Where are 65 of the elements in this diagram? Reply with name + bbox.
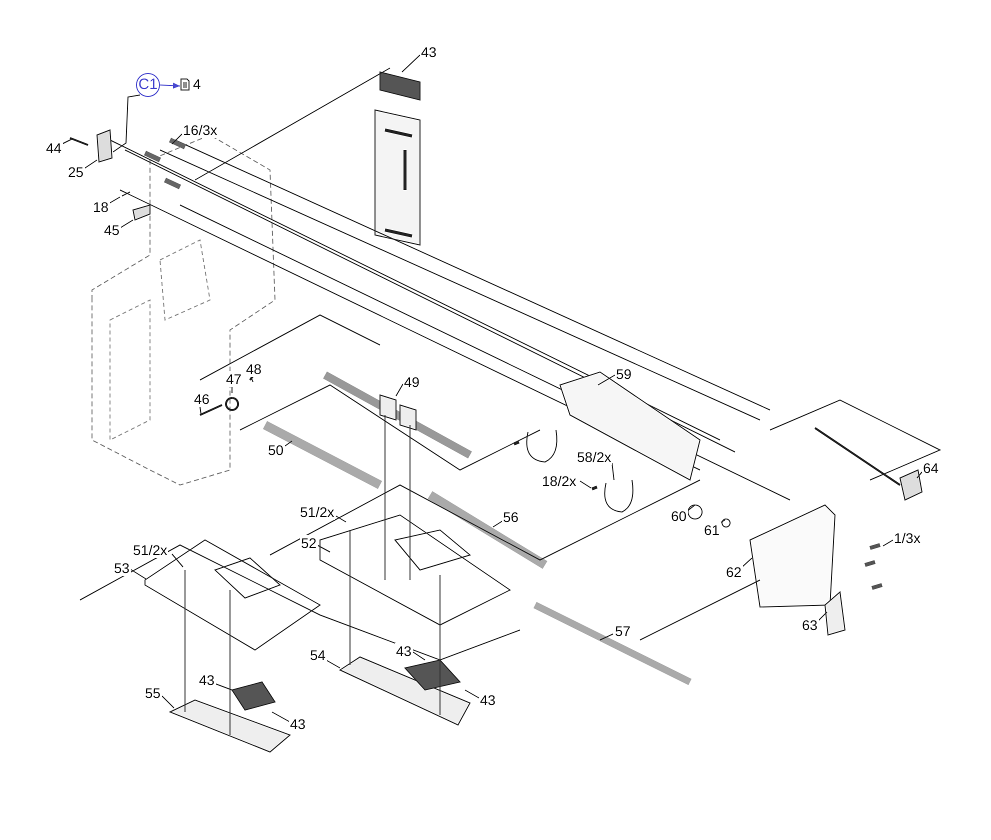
callout-number: 45 [103,222,121,238]
callout-number: 25 [67,164,85,180]
leader-line [200,406,202,414]
callout-number: 60 [670,508,688,524]
leader-line [916,472,922,478]
leader-line [464,690,480,698]
leader-line [272,712,290,722]
leader-line [284,440,292,446]
callout-number: 49 [403,374,421,390]
leader-line [172,134,182,144]
callout-number: 43 [395,643,413,659]
callout-number: 51/2x [132,542,168,558]
leader-line [216,684,232,690]
callout-number: 64 [922,460,940,476]
leader-line [108,196,120,204]
leader-line [336,516,346,522]
callout-number: 1/3x [893,530,922,546]
leader-line [600,634,614,640]
callout-number: 46 [193,391,211,407]
callout-number: 43 [420,44,438,60]
leader-line [492,520,504,528]
callout-number: 50 [267,442,285,458]
callout-number: 62 [725,564,743,580]
leader-line [686,504,696,512]
leader-line [816,612,828,622]
leader-line [740,558,752,568]
leader-line [316,544,330,552]
callout-number: 59 [615,366,633,382]
callout-number: 57 [614,623,632,639]
callout-number: 48 [245,361,263,377]
leader-line [120,220,134,228]
leader-line [412,652,426,660]
callout-number: 51/2x [299,504,336,520]
reference-circle: C1 [136,73,160,97]
leader-line [612,462,614,480]
callout-number: 58/2x [576,449,612,465]
callout-number: 43 [479,692,497,708]
callout-number: 55 [144,685,162,701]
page-reference: 4 [192,76,202,92]
callout-number: 43 [289,716,307,732]
leader-line [396,384,404,396]
callout-number: 61 [703,522,721,538]
leader-line [598,374,616,386]
leader-line [172,554,184,568]
callout-number: 43 [198,672,216,688]
leader-line [402,54,420,72]
callout-number: 44 [45,140,63,156]
callout-number: 63 [801,617,819,633]
callout-number: 54 [309,647,327,663]
leader-line [580,480,592,488]
callout-number: 18 [92,199,110,215]
callout-number: 18/2x [541,473,578,489]
leader-line [62,138,72,144]
callout-number: 56 [502,509,520,525]
leader-line [130,568,146,580]
callout-number: 16/3x [182,122,218,138]
leader-line [162,696,174,708]
callout-number: 53 [113,560,131,576]
leader-line [326,660,340,668]
leader-line [882,540,894,546]
leader-line [250,376,254,382]
callout-number: 52 [300,535,318,551]
callout-number: 47 [225,371,243,387]
arrow [160,82,180,89]
leader-line [112,94,140,152]
